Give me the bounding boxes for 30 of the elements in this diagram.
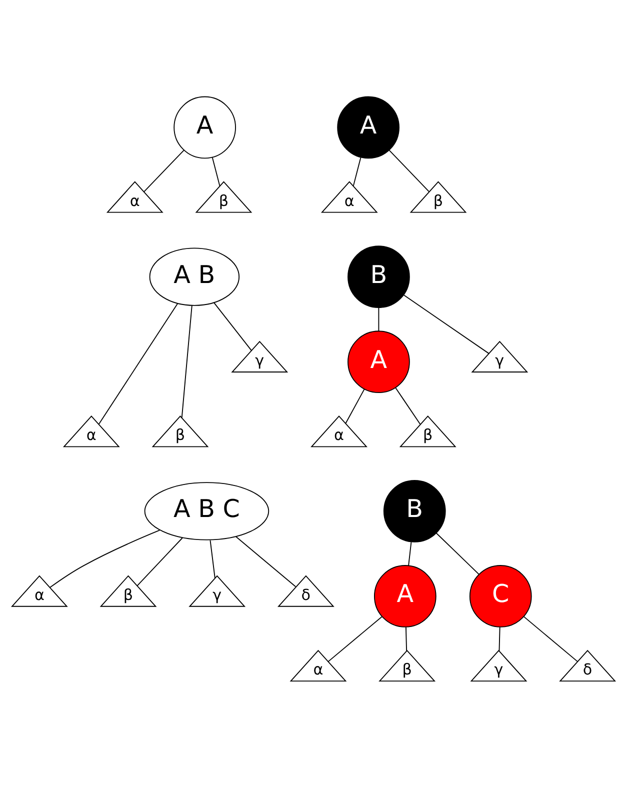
connector — [98, 302, 178, 424]
connector — [498, 626, 500, 651]
node-circle: A — [348, 330, 410, 393]
connector — [144, 149, 184, 192]
node-circle: C — [469, 564, 532, 627]
connector — [436, 532, 480, 574]
connector — [408, 541, 412, 566]
connector — [136, 537, 183, 586]
connector — [235, 536, 296, 587]
connector — [181, 304, 192, 418]
node-ellipse: A B C — [144, 482, 270, 540]
connector — [395, 386, 421, 424]
node-circle: B — [383, 480, 446, 542]
connector — [50, 529, 160, 588]
connector — [405, 626, 408, 651]
node-ellipse: A B — [149, 247, 240, 306]
connector — [523, 616, 578, 662]
node-circle: A — [337, 96, 400, 158]
node-circle: A — [374, 564, 436, 627]
node-circle: B — [348, 245, 410, 308]
connector — [210, 539, 216, 578]
connector — [403, 294, 490, 354]
connector — [212, 156, 220, 186]
connector — [328, 616, 382, 662]
connector — [388, 149, 430, 192]
connector — [214, 302, 252, 350]
connector — [378, 306, 380, 331]
connector — [352, 156, 362, 186]
node-circle: A — [174, 96, 236, 158]
connector — [345, 388, 365, 424]
